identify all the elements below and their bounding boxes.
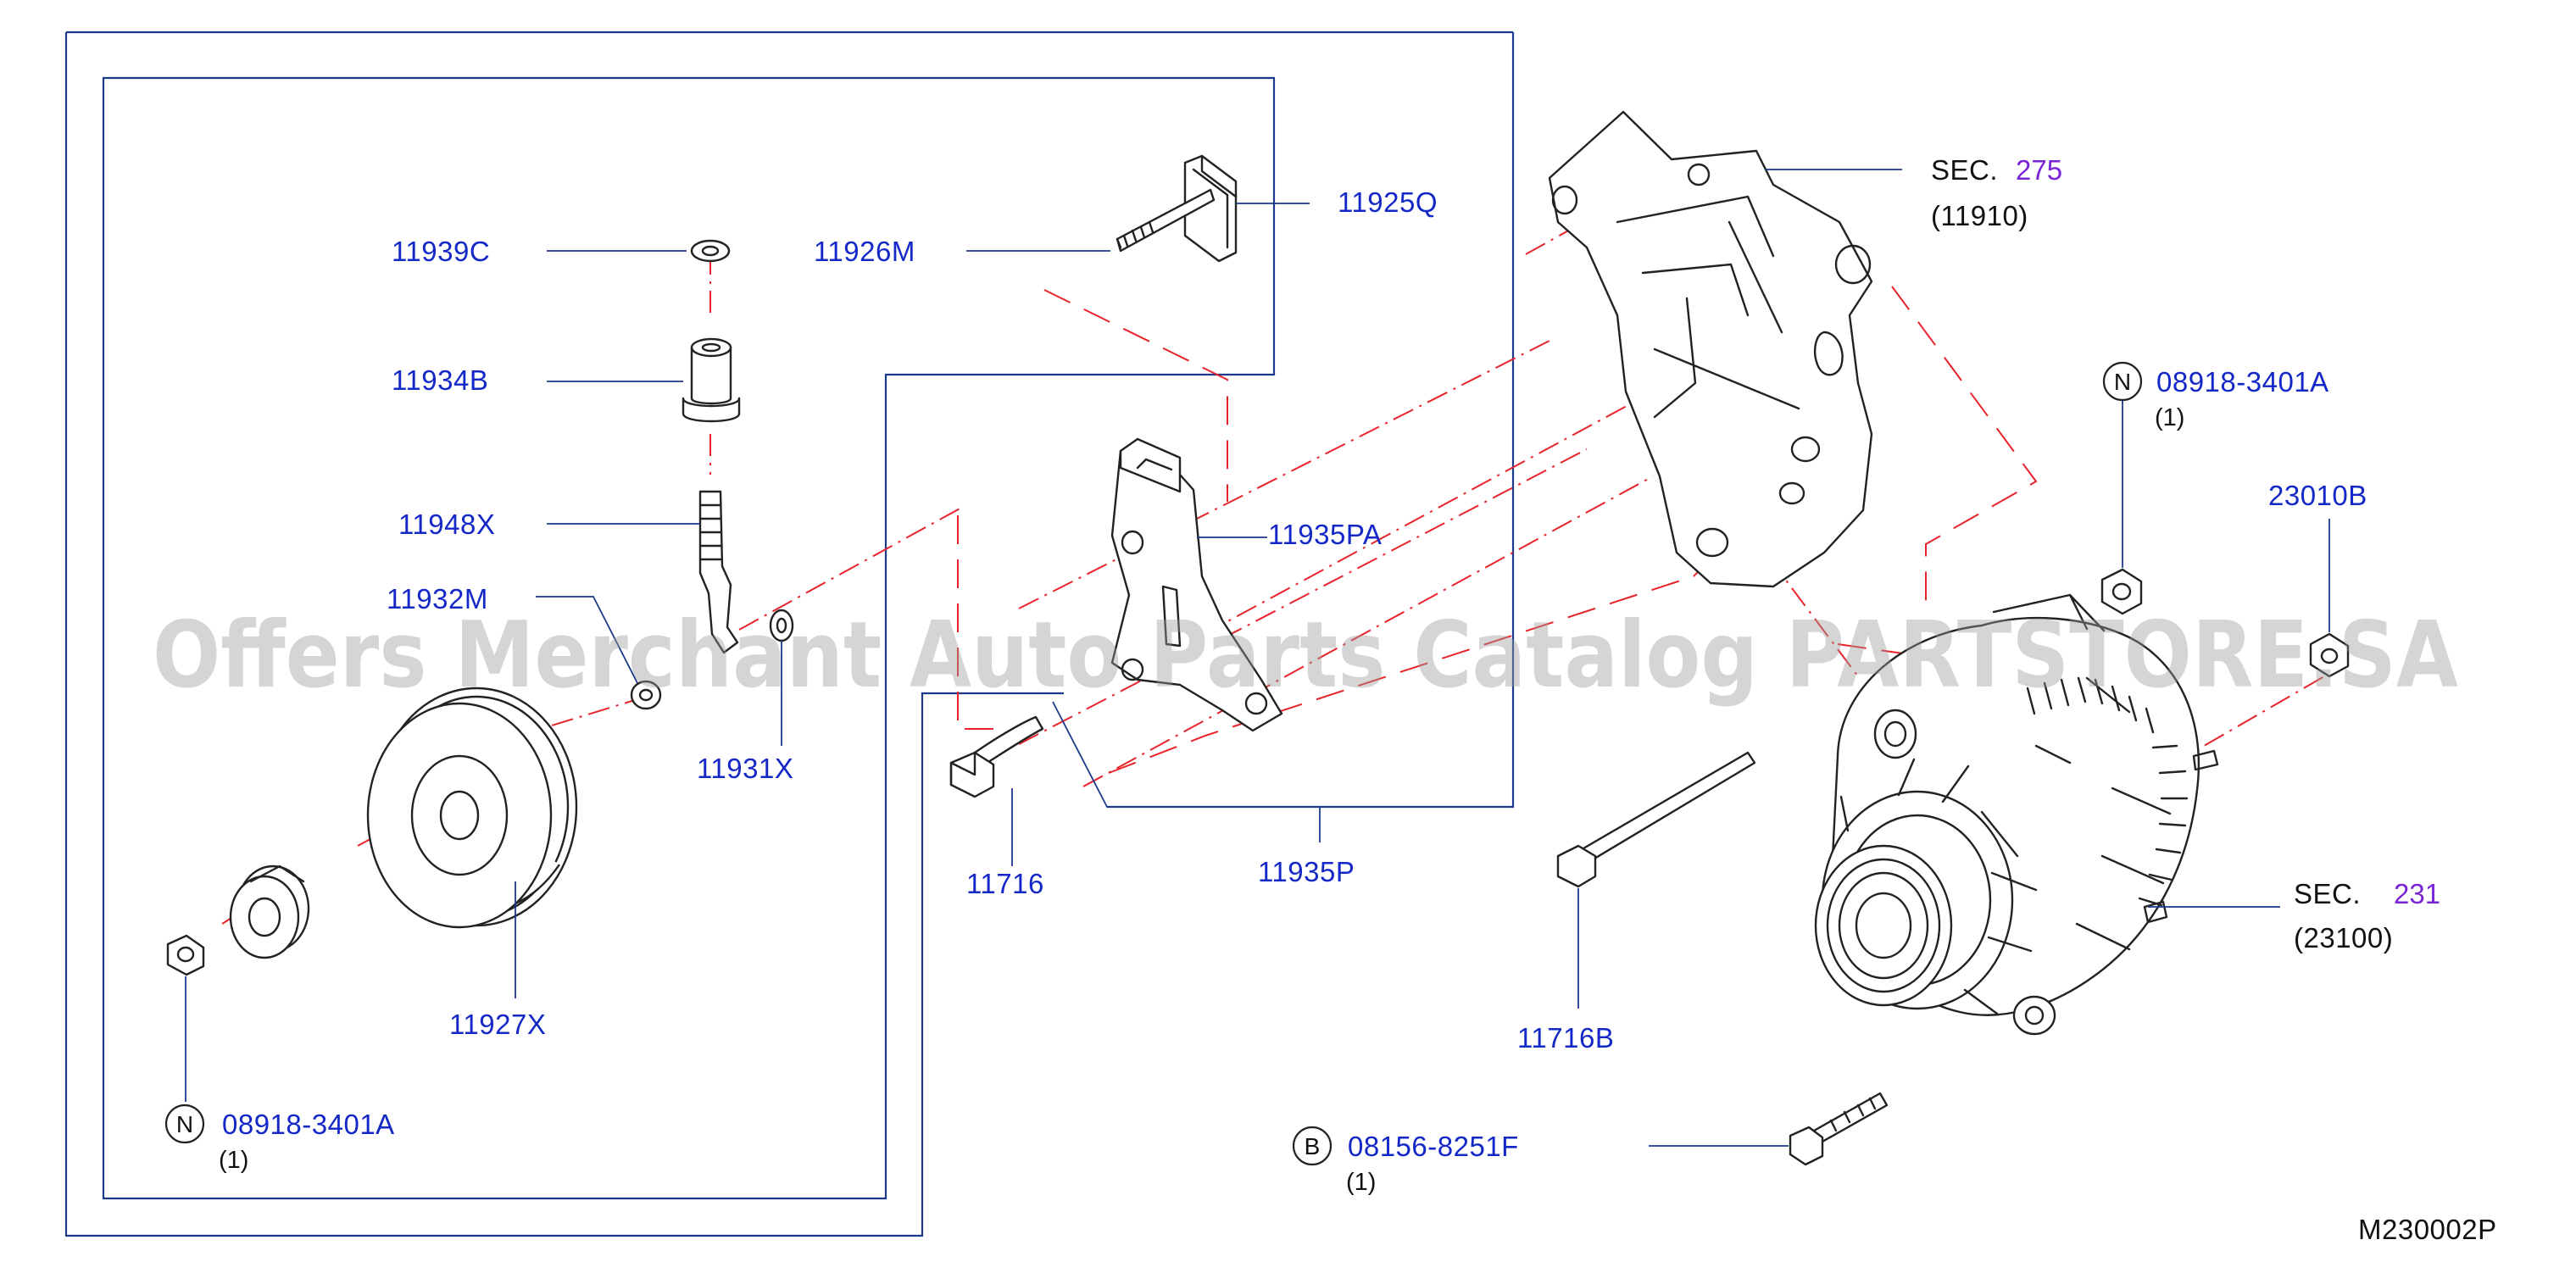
long-bolt-11716B (1556, 751, 1756, 888)
threaded-stud-11948X (698, 490, 739, 654)
section-alternator-prefix: SEC. (2294, 878, 2361, 909)
label-bolt-b[interactable]: 08156-8251F (1348, 1131, 1519, 1162)
label-11927X[interactable]: 11927X (449, 1009, 546, 1040)
label-11716B[interactable]: 11716B (1517, 1022, 1614, 1054)
nut-23010B (2309, 632, 2350, 678)
badge-b-letter: B (1305, 1133, 1321, 1159)
nut-11932M (630, 680, 662, 710)
badge-n-right-letter: N (2114, 369, 2131, 395)
label-nut-right[interactable]: 08918-3401A (2156, 366, 2329, 398)
leader-lines (185, 169, 2330, 1147)
inner-assembly-frame (102, 76, 1276, 1200)
idler-pulley-11927X (366, 687, 578, 929)
alternator (1814, 593, 2219, 1036)
section-bracket-prefix: SEC. (1931, 154, 1998, 186)
label-11931X[interactable]: 11931X (697, 753, 793, 784)
badge-b (1292, 1126, 1333, 1166)
label-11935PA[interactable]: 11935PA (1268, 519, 1382, 550)
adjusting-bolt-11926M (1116, 154, 1238, 263)
label-23010B[interactable]: 23010B (2268, 480, 2367, 511)
flange-nut-right (2100, 568, 2143, 615)
washer-11939C (690, 239, 731, 263)
bolt-11716 (949, 715, 1044, 798)
label-11935P[interactable]: 11935P (1258, 856, 1355, 887)
section-alternator-number[interactable]: 231 (2394, 878, 2440, 909)
pulley-spacer (229, 864, 310, 959)
label-11925Q[interactable]: 11925Q (1338, 186, 1438, 218)
badge-n-left (164, 1104, 205, 1144)
label-11932M[interactable]: 11932M (387, 583, 488, 614)
collar-11934B (682, 337, 741, 423)
section-bracket-ref: (11910) (1931, 200, 2028, 231)
label-11939C[interactable]: 11939C (392, 236, 490, 267)
section-alternator-ref: (23100) (2294, 922, 2393, 953)
adjusting-bracket-11935PA (1110, 437, 1283, 732)
part-labels: 11939C 11926M 11925Q 11934B 11948X 11932… (164, 154, 2497, 1245)
label-11926M[interactable]: 11926M (814, 236, 915, 267)
qty-nut-right: (1) (2155, 404, 2184, 431)
label-11716[interactable]: 11716 (966, 868, 1044, 899)
section-bracket-number[interactable]: 275 (2016, 154, 2062, 186)
qty-bolt-b: (1) (1346, 1169, 1376, 1196)
label-11934B[interactable]: 11934B (392, 364, 488, 396)
badge-n-right (2102, 361, 2143, 402)
bolt-08156-8251F (1789, 1092, 1889, 1166)
flange-nut-left (166, 934, 205, 976)
diagram-code: M230002P (2358, 1214, 2497, 1245)
badge-n-left-letter: N (176, 1111, 193, 1137)
label-11948X[interactable]: 11948X (398, 509, 495, 540)
watermark: Offers Merchant Auto Parts Catalog PARTS… (153, 603, 2458, 709)
engine-mounting-bracket (1548, 110, 1873, 588)
qty-nut-left: (1) (219, 1147, 248, 1174)
label-nut-left[interactable]: 08918-3401A (222, 1109, 395, 1140)
